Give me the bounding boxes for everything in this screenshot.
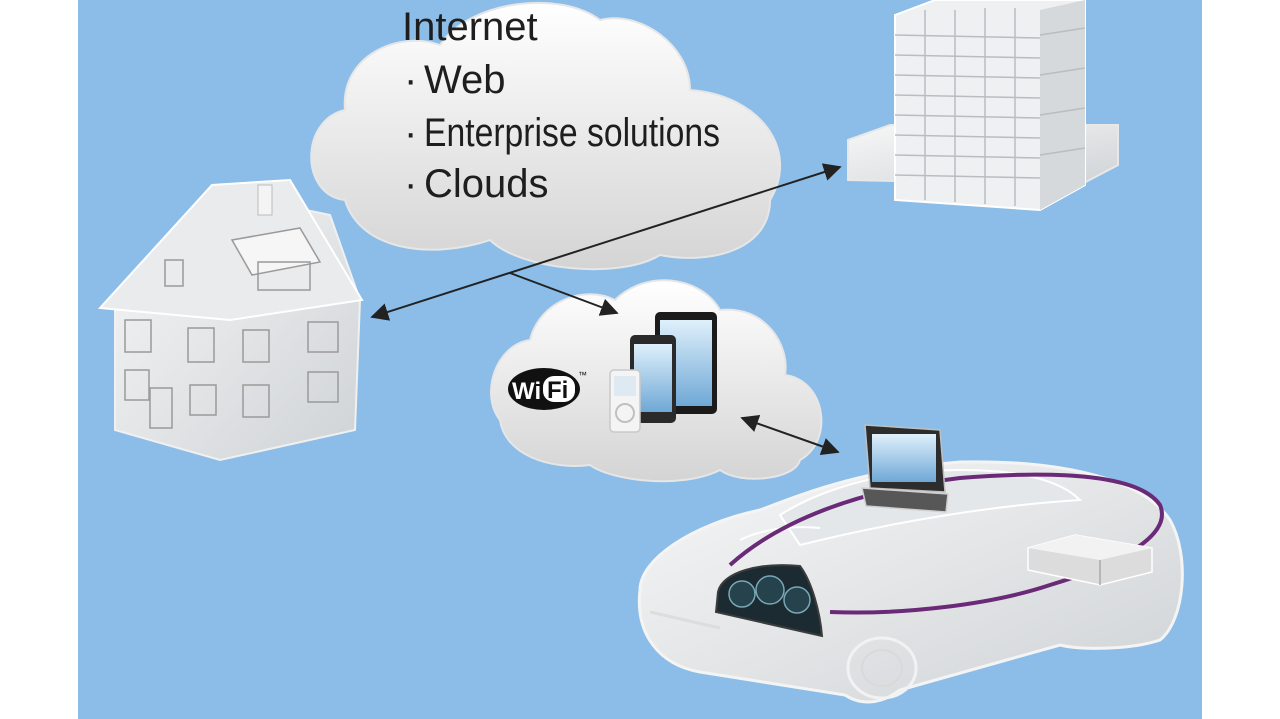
internet-item-enterprise: Enterprise solutions <box>424 111 720 155</box>
car-bus-wiring <box>728 472 1164 615</box>
mobile-devices-icon <box>609 312 717 433</box>
dormer <box>230 227 322 276</box>
arrow-internet-wifi <box>509 272 619 316</box>
internet-bullet-clouds: · <box>404 162 417 206</box>
wifi-logo-part2: Fi <box>547 377 568 404</box>
internet-item-web: Web <box>424 58 506 102</box>
wifi-logo-part1: Wi <box>512 378 541 405</box>
office-building-icon <box>847 0 1119 212</box>
infotainment-display-icon <box>861 424 949 513</box>
wifi-logo: Wi Fi ™ <box>508 368 587 410</box>
connection-arrows <box>370 163 842 456</box>
chimney <box>257 184 273 216</box>
arrow-wifi-car <box>740 414 840 456</box>
car-icon <box>637 424 1184 704</box>
control-unit-box-icon <box>1027 534 1153 586</box>
internet-bullet-web: · <box>404 58 417 102</box>
house-icon <box>97 178 364 462</box>
internet-title: Internet <box>402 5 538 49</box>
internet-item-clouds: Clouds <box>424 162 549 206</box>
wifi-logo-trademark: ™ <box>578 370 587 380</box>
arrow-house-building <box>370 163 842 321</box>
internet-bullet-enterprise: · <box>404 111 417 155</box>
dashboard-cluster-icon <box>714 564 824 638</box>
